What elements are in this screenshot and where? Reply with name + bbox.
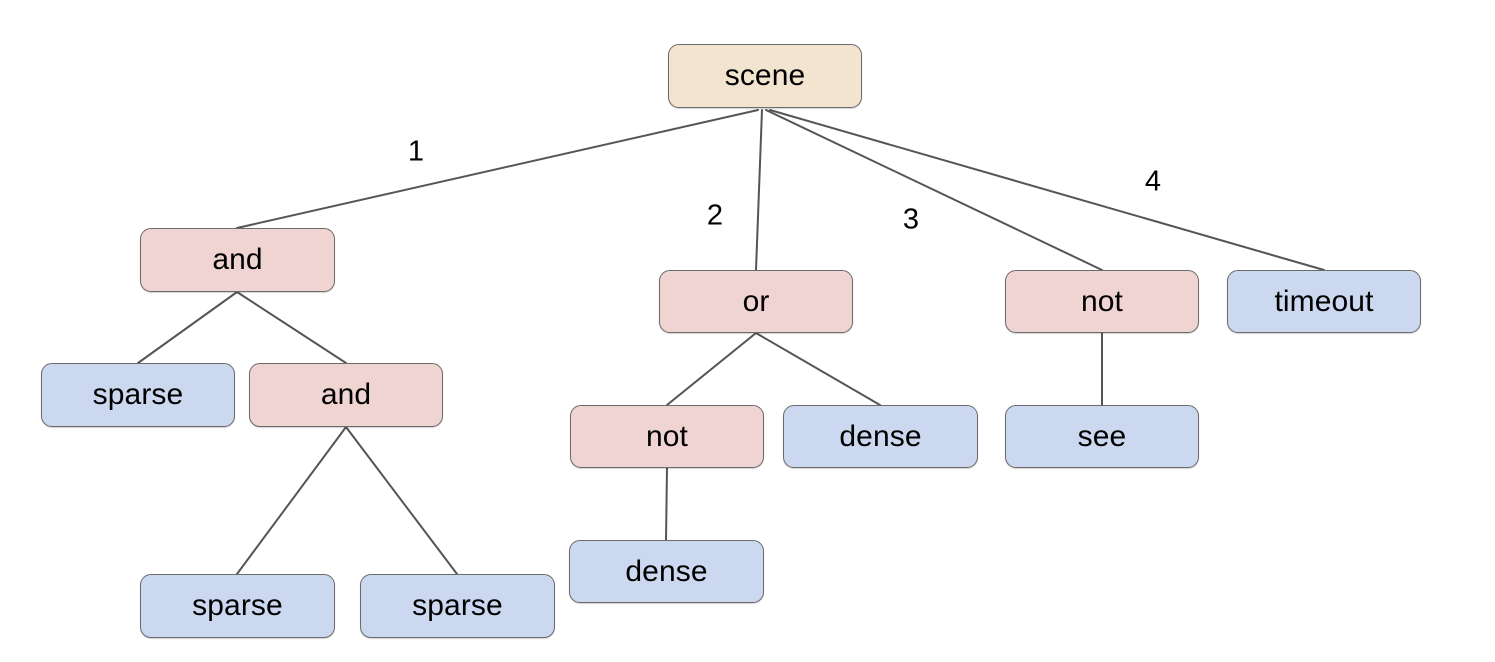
tree-edge <box>236 291 347 364</box>
tree-node-not2[interactable]: not <box>1005 270 1199 333</box>
tree-node-scene[interactable]: scene <box>668 44 862 108</box>
edge-label-4: 4 <box>1144 165 1162 198</box>
edge-label-1: 1 <box>407 135 425 168</box>
tree-node-timeout1[interactable]: timeout <box>1227 270 1421 333</box>
tree-edge <box>765 109 1103 271</box>
edge-label-3: 3 <box>902 203 920 236</box>
tree-edge <box>666 332 757 406</box>
tree-edge <box>769 109 1325 271</box>
tree-edge <box>236 426 347 575</box>
tree-node-and2[interactable]: and <box>249 363 443 427</box>
tree-node-sparse3[interactable]: sparse <box>360 574 555 638</box>
tree-node-sparse2[interactable]: sparse <box>140 574 335 638</box>
tree-node-dense2[interactable]: dense <box>783 405 978 468</box>
tree-node-dense1[interactable]: dense <box>569 540 764 603</box>
tree-node-see1[interactable]: see <box>1005 405 1199 468</box>
tree-edge <box>137 291 238 364</box>
tree-node-sparse1[interactable]: sparse <box>41 363 235 427</box>
tree-edge <box>755 109 763 271</box>
tree-edge <box>345 426 458 575</box>
tree-edge <box>236 109 759 229</box>
tree-edge <box>755 332 881 406</box>
edge-label-2: 2 <box>706 199 724 232</box>
tree-node-and1[interactable]: and <box>140 228 335 292</box>
tree-node-not1[interactable]: not <box>570 405 764 468</box>
tree-edge <box>665 467 668 541</box>
tree-node-or1[interactable]: or <box>659 270 853 333</box>
